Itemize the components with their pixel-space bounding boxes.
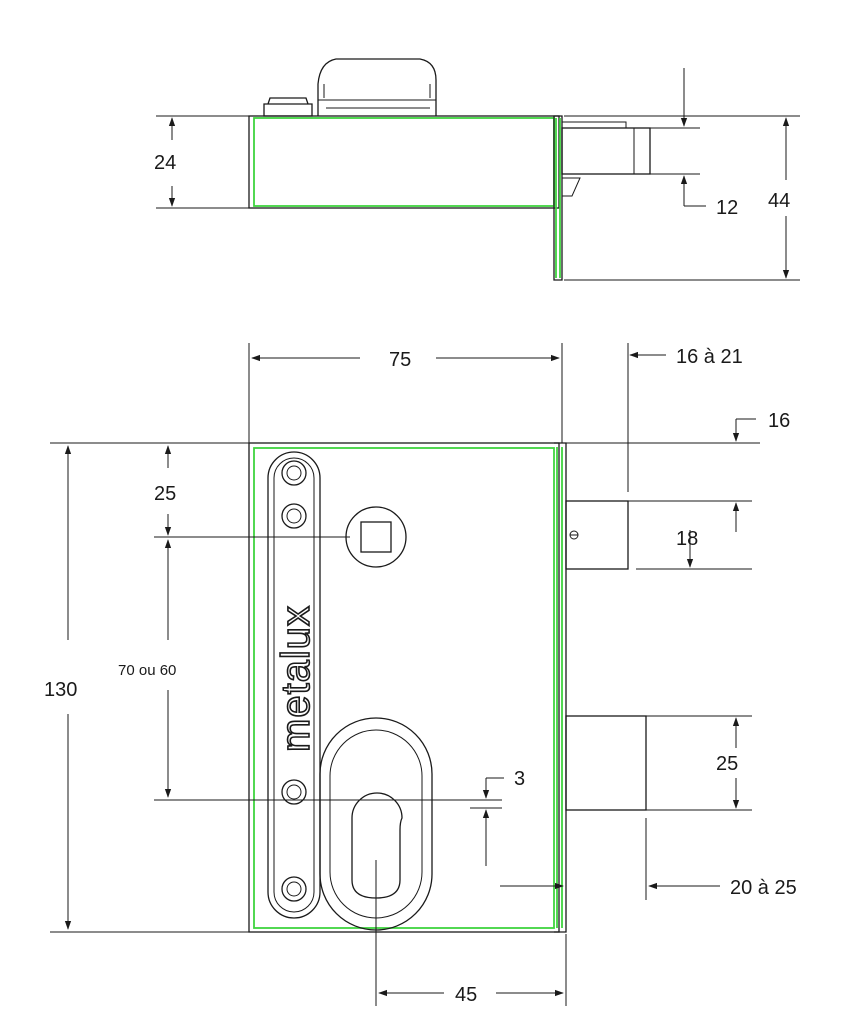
brand-plate (267, 451, 321, 919)
dim-bolt-offset: 16 (768, 410, 790, 432)
top-view: 24 12 44 (154, 58, 800, 281)
spindle-square (360, 521, 392, 553)
dim-cylinder-offset: 3 (514, 768, 525, 790)
spindle-hole (345, 506, 407, 568)
brand-logo: metalux (274, 605, 318, 752)
bolt-screw-icon (569, 530, 579, 540)
dim-latch-projection: 20 à 25 (730, 877, 797, 899)
dim-top-height: 24 (154, 152, 176, 174)
front-view-bolt (565, 500, 629, 570)
top-view-body-highlight (253, 117, 555, 207)
cylinder-profile (351, 792, 403, 899)
dim-top-total-height: 44 (768, 190, 790, 212)
dim-latch-height: 25 (716, 753, 738, 775)
front-view-case-highlight (253, 447, 555, 929)
top-view-body (248, 115, 560, 209)
dim-top-bolt-height: 12 (716, 197, 738, 219)
dim-spindle-from-top: 25 (154, 483, 176, 505)
top-view-button (263, 97, 313, 117)
dim-backset: 45 (455, 984, 477, 1006)
dim-total-height: 130 (44, 679, 77, 701)
dim-bolt-projection: 16 à 21 (676, 346, 743, 368)
plate-screw-holes (281, 460, 307, 902)
dim-bolt-height: 18 (676, 528, 698, 550)
top-view-knob (317, 58, 437, 116)
front-view-latch (565, 715, 647, 811)
dim-spindle-to-cylinder: 70 ou 60 (118, 662, 176, 679)
top-view-flange (553, 115, 563, 281)
dim-width: 75 (389, 349, 411, 371)
top-view-bolt (561, 127, 651, 175)
front-view: metalux 75 16 à 21 16 (44, 343, 797, 1006)
